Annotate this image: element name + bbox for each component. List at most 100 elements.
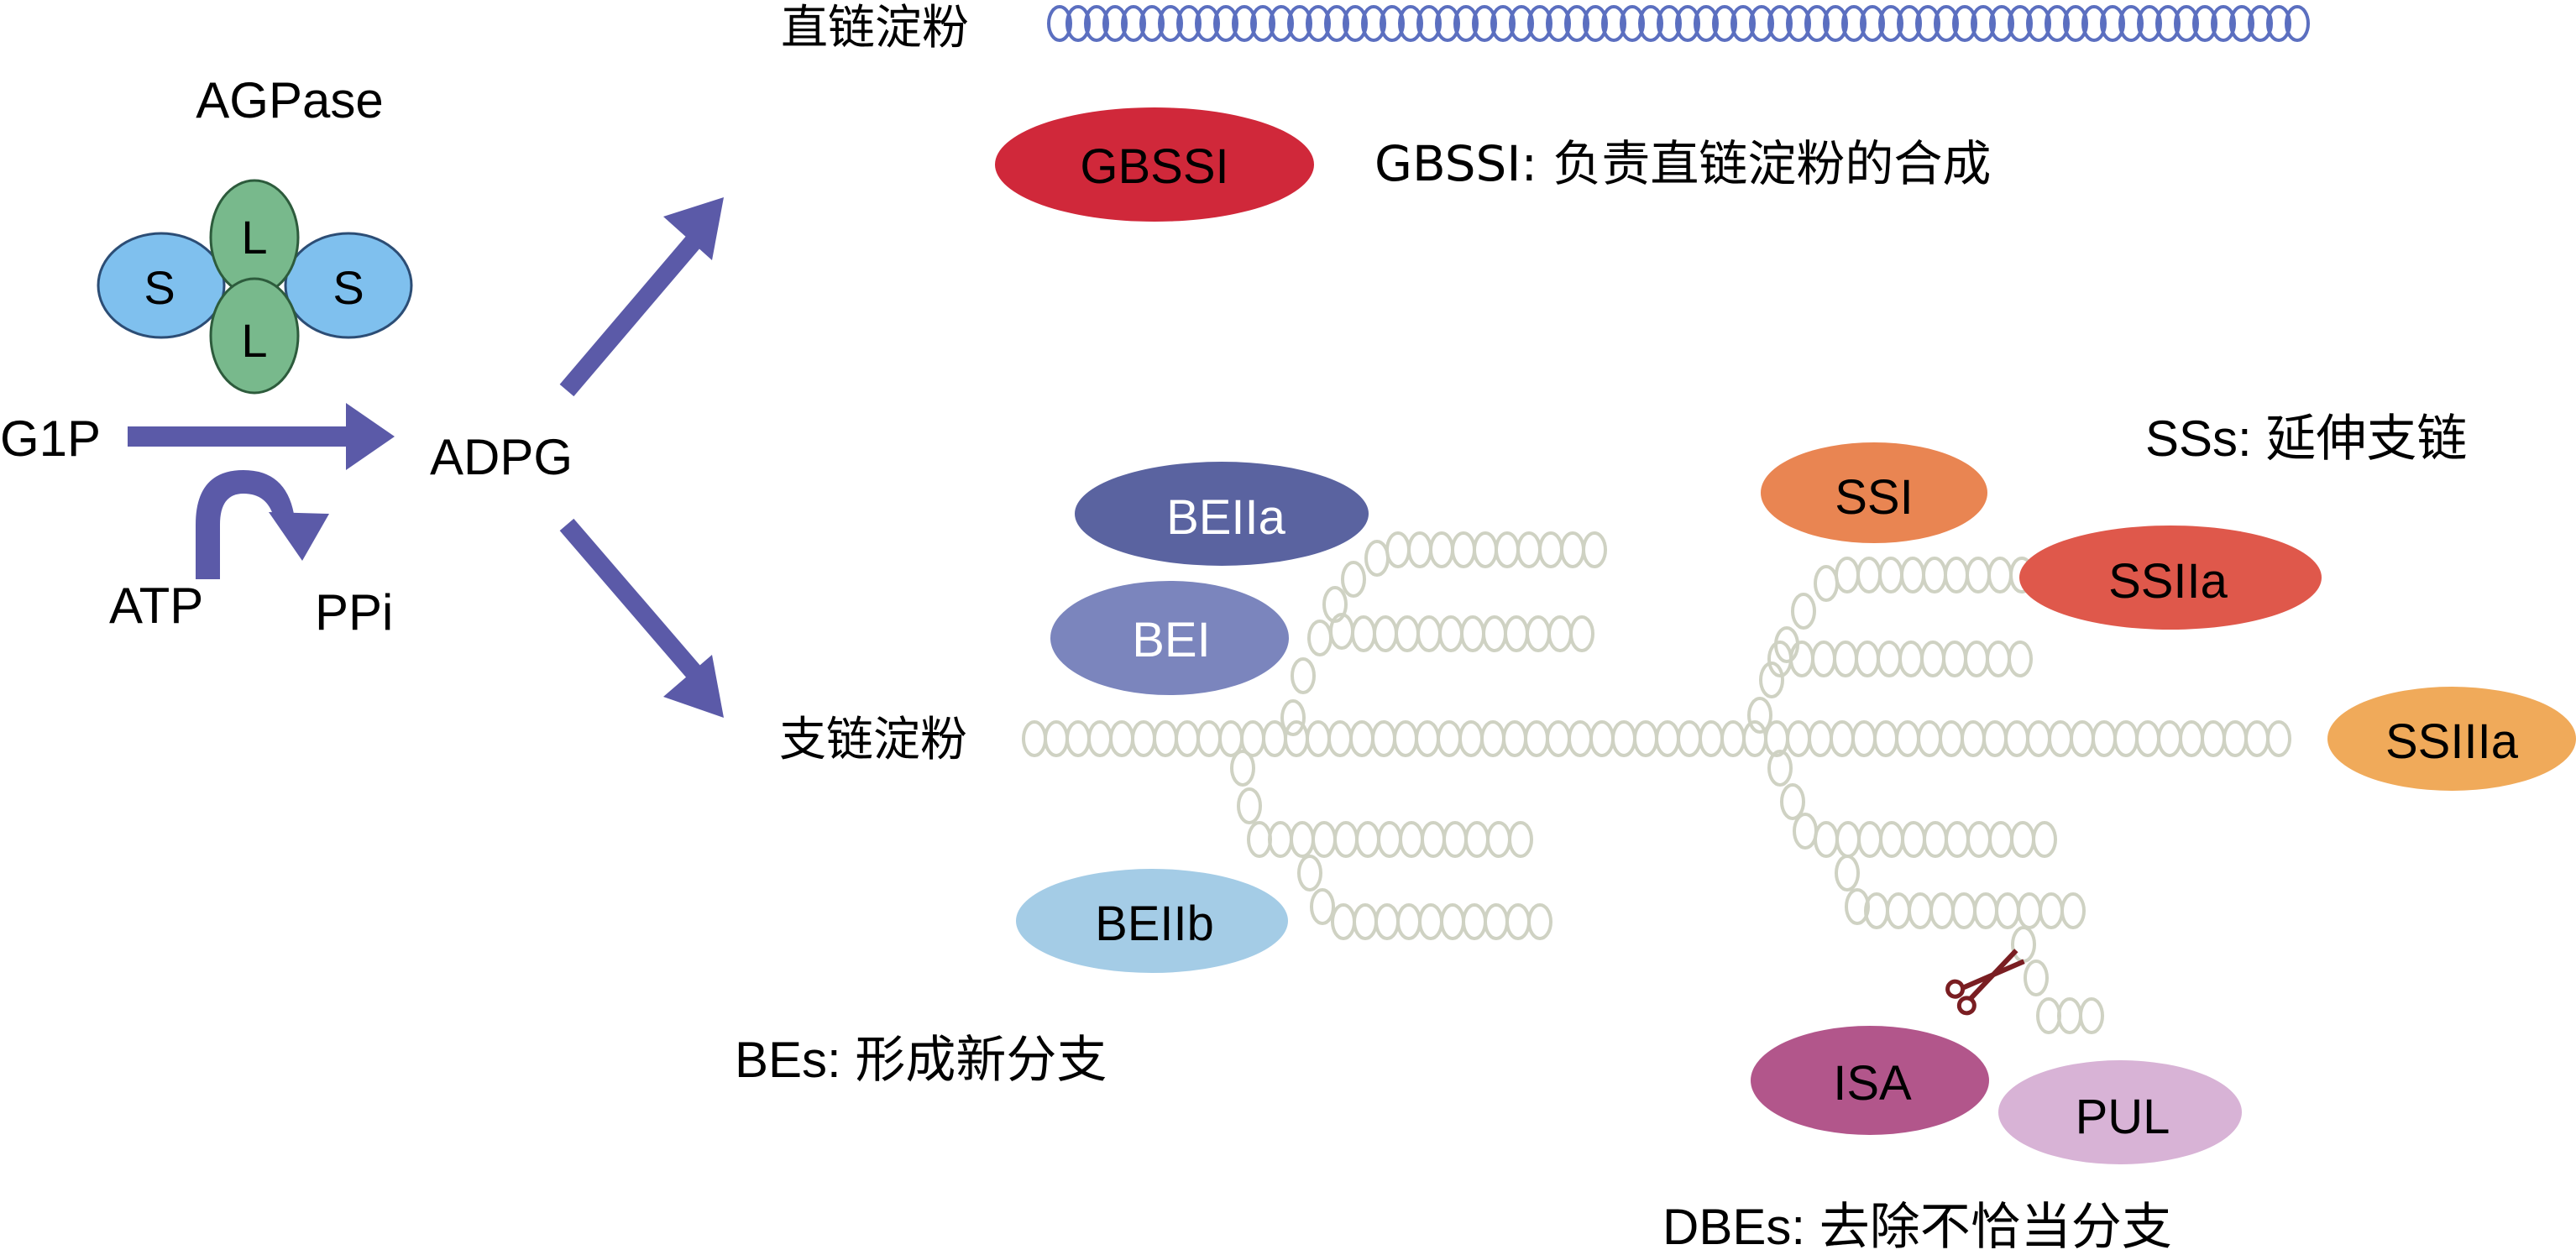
glucose-unit <box>1250 5 1275 42</box>
glucose-unit <box>1416 5 1442 42</box>
glucose-unit <box>1951 892 1977 929</box>
small-subunit-right <box>284 232 413 339</box>
glucose-unit <box>2010 821 2035 858</box>
ssi-enzyme: SSI <box>1761 442 1987 543</box>
glucose-unit <box>1583 5 1608 42</box>
glucose-unit <box>1505 903 1531 940</box>
glucose-unit <box>1495 531 1520 568</box>
glucose-unit <box>1472 5 1497 42</box>
glucose-unit <box>1176 5 1202 42</box>
glucose-unit <box>2135 720 2160 757</box>
glucose-unit <box>1989 5 2014 42</box>
glucose-unit <box>1675 5 1700 42</box>
glucose-unit <box>2011 926 2036 963</box>
glucose-unit <box>1237 787 1262 824</box>
large-subunit-top-label: L <box>241 211 267 264</box>
glucose-unit <box>1290 821 1315 858</box>
glucose-unit <box>2192 5 2217 42</box>
bes-description: BEs: 形成新分支 <box>735 1032 1107 1088</box>
glucose-unit <box>1747 697 1772 734</box>
glucose-unit <box>1945 821 1970 858</box>
glucose-unit <box>1407 531 1432 568</box>
large-subunit-bottom-label: L <box>241 314 267 367</box>
glucose-unit <box>1232 5 1257 42</box>
glucose-unit <box>1364 540 1390 577</box>
glucose-unit <box>2266 720 2291 757</box>
glucose-unit <box>1524 720 1549 757</box>
glucose-unit <box>2113 720 2139 757</box>
glucose-unit <box>1415 720 1440 757</box>
glucose-unit <box>1546 5 1571 42</box>
dbes-description: DBEs: 去除不恰当分支 <box>1662 1199 2172 1255</box>
glucose-unit <box>2070 720 2095 757</box>
beiib-enzyme: BEIIb <box>1016 869 1288 973</box>
glucose-unit <box>2036 997 2061 1034</box>
glucose-unit <box>2032 821 2057 858</box>
glucose-unit <box>1730 5 1756 42</box>
glucose-unit <box>1638 5 1663 42</box>
glucose-unit <box>1934 5 1959 42</box>
beiib-label: BEIIb <box>1095 897 1214 951</box>
glucose-unit <box>2081 5 2107 42</box>
glucose-unit <box>1421 821 1446 858</box>
glucose-unit <box>1175 720 1200 757</box>
gbssi-description: GBSSI: 负责直链淀粉的合成 <box>1374 135 1991 192</box>
glucose-unit <box>2060 892 2086 929</box>
glucose-unit <box>1749 5 1774 42</box>
amylose-label: 直链淀粉 <box>781 1 969 55</box>
ppi-label: PPi <box>315 584 393 641</box>
amylose-chain <box>1047 5 2310 42</box>
glucose-unit <box>1451 531 1476 568</box>
glucose-unit <box>1361 5 1386 42</box>
glucose-unit <box>1767 750 1793 787</box>
small-subunit-left <box>97 232 226 339</box>
glucose-unit <box>1482 615 1507 652</box>
glucose-unit <box>2155 5 2181 42</box>
glucose-unit <box>1966 557 1991 594</box>
glucose-unit <box>1878 5 1903 42</box>
glucose-unit <box>1808 720 1833 757</box>
glucose-unit <box>1841 5 1867 42</box>
glucose-unit <box>1322 586 1348 623</box>
glucose-unit <box>2211 5 2236 42</box>
glucose-unit <box>1312 821 1337 858</box>
glucose-unit <box>1900 557 1925 594</box>
glucose-unit <box>1973 892 1998 929</box>
glucose-unit <box>1922 557 1947 594</box>
glucose-unit <box>1310 888 1335 925</box>
glucose-unit <box>1851 720 1877 757</box>
glucose-unit <box>1830 720 1855 757</box>
glucose-unit <box>1453 5 1479 42</box>
glucose-unit <box>1395 615 1420 652</box>
glucose-unit <box>1195 5 1220 42</box>
glucose-unit <box>1343 5 1368 42</box>
glucose-unit <box>1712 5 1737 42</box>
glucose-unit <box>1047 5 1072 42</box>
beiia-enzyme: BEIIa <box>1075 462 1369 566</box>
glucose-unit <box>1633 720 1658 757</box>
glucose-unit <box>1877 641 1902 677</box>
glucose-unit <box>1855 641 1880 677</box>
glucose-unit <box>2179 720 2204 757</box>
glucose-unit <box>1437 720 1462 757</box>
glucose-unit <box>1811 641 1836 677</box>
glucose-unit <box>2026 5 2051 42</box>
glucose-unit <box>1601 5 1626 42</box>
glucose-unit <box>1484 903 1509 940</box>
glucose-unit <box>2248 5 2273 42</box>
adpg-label: ADPG <box>430 429 573 485</box>
glucose-unit <box>2118 5 2144 42</box>
glucose-unit <box>1780 783 1805 820</box>
glucose-unit <box>1694 5 1719 42</box>
glucose-unit <box>2048 720 2073 757</box>
agpase-title: AGPase <box>196 72 383 128</box>
glucose-unit <box>1438 615 1463 652</box>
glucose-unit <box>1699 720 1724 757</box>
glucose-unit <box>2039 892 2064 929</box>
sss-description: SSs: 延伸支链 <box>2145 410 2467 467</box>
glucose-unit <box>1564 5 1589 42</box>
glucose-unit <box>1791 593 1816 630</box>
glucose-unit <box>1988 821 2013 858</box>
glucose-unit <box>1297 855 1322 892</box>
glucose-unit <box>1509 5 1534 42</box>
